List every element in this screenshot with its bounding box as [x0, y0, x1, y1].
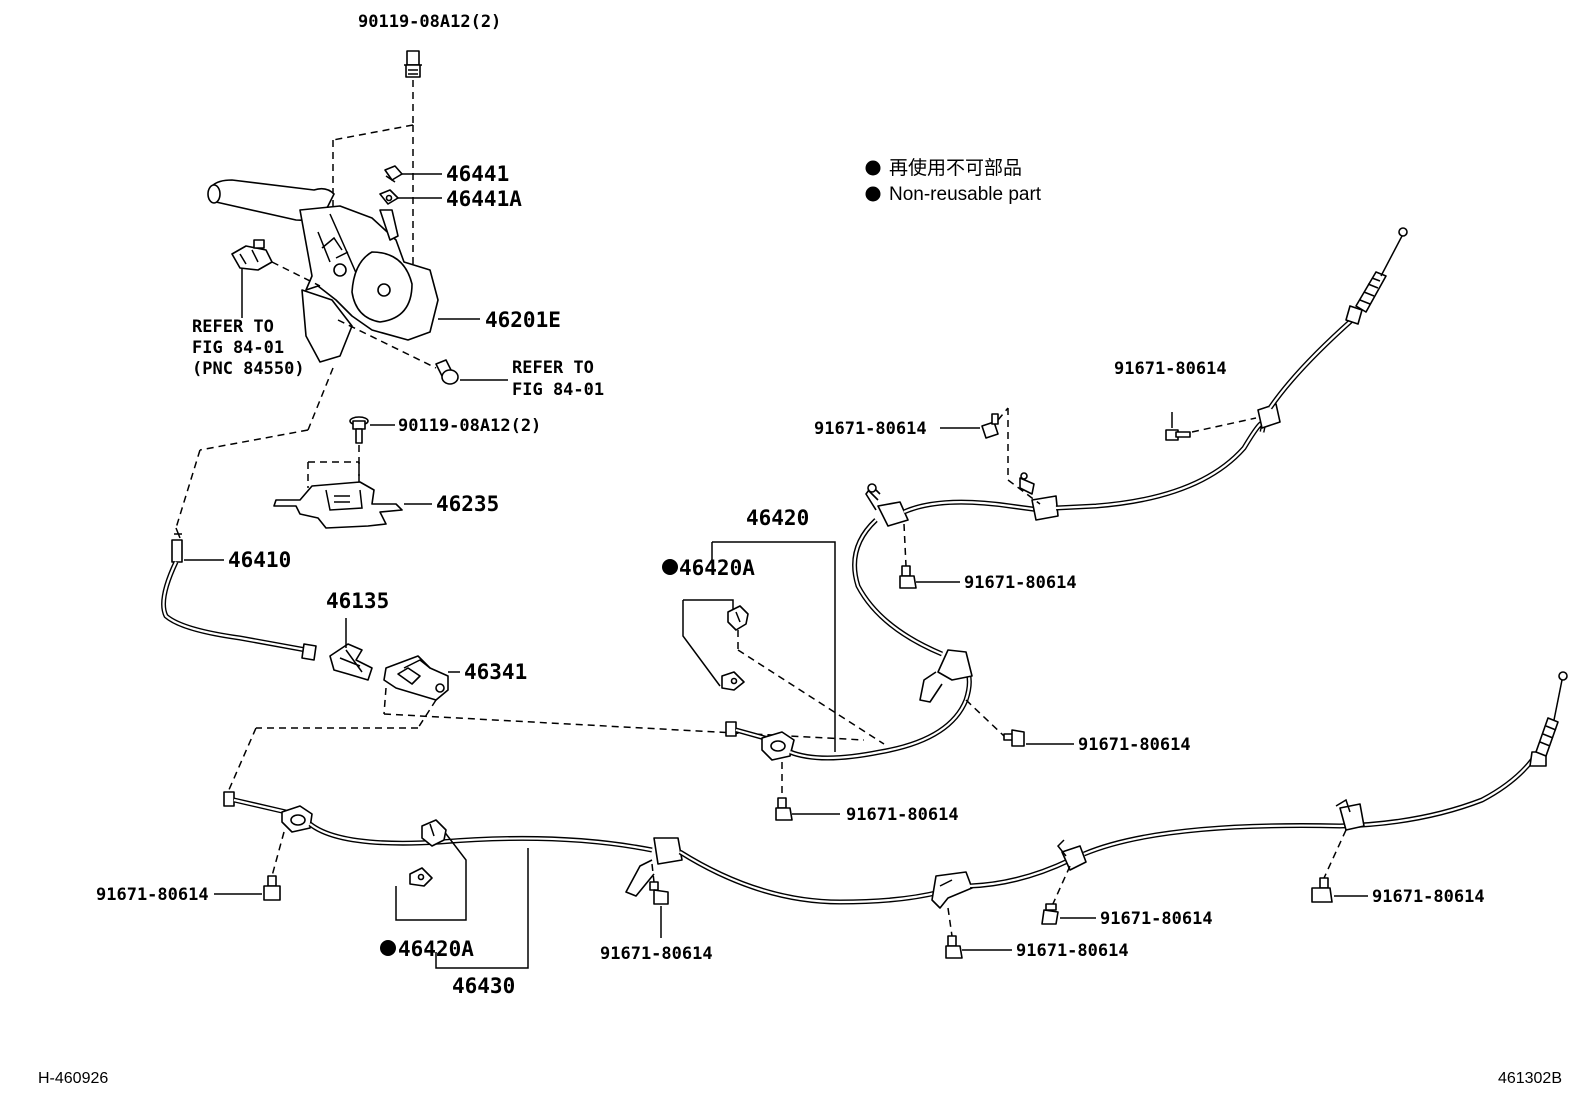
- label-group-46430: [395, 819, 529, 969]
- clamp-bolt-2: [940, 407, 1041, 505]
- non-reusable-dot-icon: [865, 160, 881, 176]
- clamp-bolt-7: [649, 881, 669, 938]
- label-91671-2: 91671-80614: [814, 419, 927, 439]
- clip-46441a: [379, 189, 442, 205]
- clamp-bolt-6: [214, 831, 285, 901]
- non-reusable-dot-icon: [380, 940, 396, 956]
- legend-japanese: 再使用不可部品: [889, 157, 1022, 179]
- legend-english: Non-reusable part: [889, 184, 1042, 205]
- label-group-46420: [682, 541, 885, 752]
- clip-46441: [384, 165, 442, 183]
- label-46420a-right: 46420A: [679, 556, 755, 580]
- label-46441: 46441: [446, 162, 509, 186]
- label-91671-3: 91671-80614: [964, 573, 1077, 593]
- label-91671-4: 91671-80614: [1078, 735, 1191, 755]
- label-91671-9: 91671-80614: [1016, 941, 1129, 961]
- ref-left-line2: FIG 84-01: [192, 338, 284, 358]
- clamp-bolt-3: [899, 523, 960, 589]
- label-46441a: 46441A: [446, 187, 522, 211]
- label-46235: 46235: [436, 492, 499, 516]
- bolt-ref-right: [337, 319, 508, 385]
- rear-cable-46420: [725, 227, 1408, 761]
- label-46420: 46420: [746, 506, 809, 530]
- label-90119-mid: 90119-08A12(2): [398, 416, 541, 436]
- label-46410: 46410: [228, 548, 291, 572]
- clamp-bolt-11: [651, 863, 655, 883]
- footer-left-code: H-460926: [38, 1070, 108, 1087]
- label-46341: 46341: [464, 660, 527, 684]
- label-46420a-left: 46420A: [398, 937, 474, 961]
- label-91671-8: 91671-80614: [1100, 909, 1213, 929]
- ref-right-line1: REFER TO: [512, 358, 594, 378]
- label-46135: 46135: [326, 589, 389, 613]
- clamp-bolt-1: [1165, 412, 1257, 441]
- bracket-46235: [273, 461, 432, 529]
- bolt-mid: [349, 416, 395, 490]
- label-91671-6: 91671-80614: [96, 885, 209, 905]
- clamp-bolt-9: [945, 907, 1012, 959]
- equalizer-bracket-46341: [227, 655, 865, 793]
- label-90119-top: 90119-08A12(2): [358, 12, 501, 32]
- ref-right-line2: FIG 84-01: [512, 380, 604, 400]
- parking-brake-lever: [207, 179, 480, 363]
- ref-left-line3: (PNC 84550): [192, 359, 305, 379]
- non-reusable-dot-icon: [865, 186, 881, 202]
- label-91671-5: 91671-80614: [846, 805, 959, 825]
- label-91671-7: 91671-80614: [600, 944, 713, 964]
- brake-switch: [231, 239, 321, 318]
- clamp-bolt-4: [965, 699, 1074, 747]
- label-91671-1: 91671-80614: [1114, 359, 1227, 379]
- label-46430: 46430: [452, 974, 515, 998]
- clamp-bolt-10: [1311, 829, 1368, 903]
- equalizer-46135: [329, 618, 373, 681]
- legend: 再使用不可部品 Non-reusable part: [865, 157, 1042, 205]
- label-46201e: 46201E: [485, 308, 561, 332]
- non-reusable-dot-icon: [662, 559, 678, 575]
- footer-right-code: 461302B: [1498, 1070, 1562, 1087]
- ref-left-line1: REFER TO: [192, 317, 274, 337]
- rear-cable-46430: [223, 671, 1568, 909]
- clamp-bolt-8: [1041, 865, 1096, 925]
- label-91671-10: 91671-80614: [1372, 887, 1485, 907]
- front-cable-46410: [161, 367, 334, 661]
- clamp-bolt-5: [775, 762, 840, 821]
